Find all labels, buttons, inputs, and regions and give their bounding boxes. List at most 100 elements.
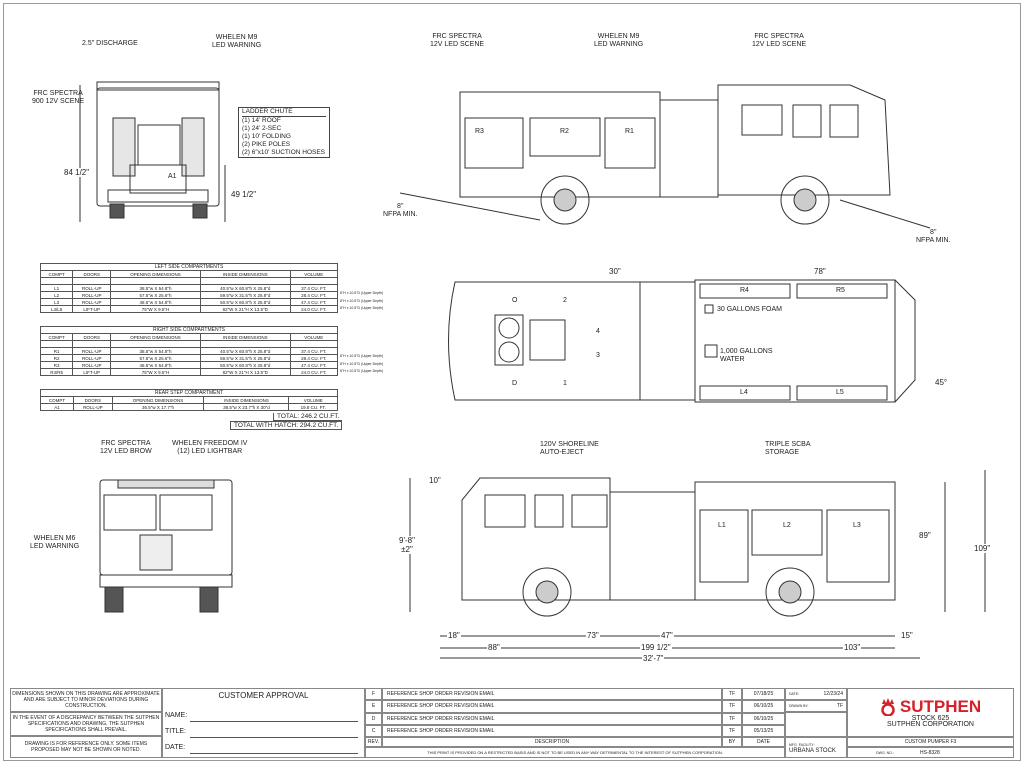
table-cell: R3 — [39, 361, 74, 369]
compt-r3: R3 — [475, 128, 484, 135]
compt-r1: R1 — [625, 128, 634, 135]
text: WHELEN M6 — [33, 535, 76, 542]
text: (1) 14' ROOF — [242, 117, 281, 124]
disclaimer: THIS PRINT IS PROVIDED ON A RESTRICTED B… — [365, 747, 785, 758]
compt-a1: A1 — [168, 173, 177, 180]
revision-date: 07/18/25 — [742, 688, 785, 701]
approval-date-field[interactable] — [190, 753, 358, 754]
table-cell: 40.5"w X 60.8"h X 25.8"d — [199, 347, 291, 355]
text: FRC SPECTRA — [33, 90, 83, 97]
stock-number: STOCK 625 — [911, 714, 950, 722]
revision-by: TF — [722, 724, 742, 737]
date-header: DATE — [742, 737, 785, 747]
column-header: INSIDE DIMENSIONS — [199, 270, 291, 278]
dim-rear-step: 49 1/2" — [230, 190, 258, 199]
table-cell: ROLL-UP — [72, 361, 112, 369]
table-cell: ROLL-UP — [73, 403, 113, 411]
column-header: VOLUME — [288, 396, 338, 404]
total: TOTAL: 246.2 CU.FT. — [273, 413, 343, 421]
table-cell: LIFT-UP — [72, 305, 112, 313]
table-cell: 40.5"w X 60.8"h X 25.8"d — [199, 284, 291, 292]
model: CUSTOM PUMPER F3 — [847, 737, 1014, 747]
dim-18: 18" — [447, 631, 461, 640]
table-cell: 59.5"w X 31.5"h X 25.8"d — [199, 354, 291, 362]
approval-title-label: TITLE: — [165, 728, 187, 735]
column-header: DOORS — [73, 396, 113, 404]
rev-header: REV. — [365, 737, 382, 747]
column-header: OPENING DIMENSIONS — [110, 333, 201, 341]
compt-l4: L4 — [740, 389, 748, 396]
column-header: INSIDE DIMENSIONS — [203, 396, 290, 404]
revision-desc: REFERENCE SHOP ORDER REVISION EMAIL — [382, 712, 722, 725]
dim-103: 103" — [843, 643, 862, 652]
compt-r4: R4 — [740, 287, 749, 294]
date-cell: DATE:12/23/24 — [785, 688, 847, 700]
column-header: VOLUME — [289, 270, 338, 278]
note-2: IN THE EVENT OF A DISCREPANCY BETWEEN TH… — [10, 712, 162, 736]
seat-2: 2 — [563, 297, 567, 304]
approval-name-field[interactable] — [190, 721, 358, 722]
text: NFPA MIN. — [916, 237, 951, 244]
column-header: VOLUME — [289, 333, 338, 341]
column-header: DOORS — [72, 333, 112, 341]
text: 9'-8" — [399, 536, 415, 545]
table-cell: 37.4 CU. FT. — [289, 284, 338, 292]
revision-rev: D — [365, 712, 382, 725]
compt-l5: L5 — [836, 389, 844, 396]
table-cell: 24.0 CU. FT. — [289, 368, 338, 376]
table-cell: ROLL-UP — [72, 298, 112, 306]
text: 12V LED BROW — [100, 448, 152, 455]
table-cell: L4/L5 — [39, 305, 74, 313]
dim-78: 78" — [813, 267, 827, 276]
total-value: 246.2 CU.FT. — [300, 413, 340, 420]
table-cell: L2 — [39, 291, 74, 299]
right-side-view-truck — [399, 84, 931, 229]
table-cell: 38.5"w X 23.7"h X 30"d — [203, 403, 290, 411]
dim-73: 73" — [586, 631, 600, 640]
text: 8" — [397, 203, 404, 210]
text: LED WARNING — [30, 543, 80, 550]
text: 12V LED SCENE — [752, 41, 807, 48]
mfg-value: URBANA STOCK — [789, 747, 836, 754]
table-cell: 48.5"w X 54.8"h — [110, 298, 201, 306]
table-cell: 50.5"w X 60.8"h X 25.8"d — [199, 298, 291, 306]
approval-title-field[interactable] — [190, 737, 358, 738]
dim-88: 88" — [487, 643, 501, 652]
compt-r5: R5 — [836, 287, 845, 294]
approval-name-label: NAME: — [165, 712, 188, 719]
upper-depth-note: 8"H x 10.5"D (Upper Depth) — [340, 361, 384, 366]
table-cell: A1 — [39, 403, 75, 411]
text: 8" — [930, 229, 937, 236]
dim-15: 15" — [900, 631, 914, 640]
customer-approval: CUSTOMER APPROVAL — [162, 688, 365, 758]
text: WATER — [720, 356, 745, 363]
table-cell: ROLL-UP — [72, 291, 112, 299]
dim-109: 109" — [973, 544, 992, 553]
revision-by: TF — [722, 688, 742, 701]
left-side-view-truck — [409, 470, 986, 659]
dwg-no-cell: DWG. NO.:HS-8328 — [847, 747, 1014, 758]
sutphen-crown-icon — [881, 697, 895, 716]
table-cell: 38.5"w X 54.8"h — [110, 347, 201, 355]
text: (2) 6"x10' SUCTION HOSES — [242, 149, 326, 156]
dwg-label: DWG. NO.: — [876, 750, 894, 755]
upper-depth-note: 8"H x 10.5"D (Upper Depth) — [340, 306, 384, 310]
table-cell: 19.8 CU. FT. — [288, 403, 338, 411]
table-title: LEFT SIDE COMPARTMENTS — [40, 263, 338, 271]
table-cell: ROLL-UP — [72, 284, 112, 292]
by-header: BY — [722, 737, 742, 747]
table-cell: 75"W X 9.5"H — [110, 368, 201, 376]
table-cell: 24.0 CU. FT. — [289, 305, 338, 313]
